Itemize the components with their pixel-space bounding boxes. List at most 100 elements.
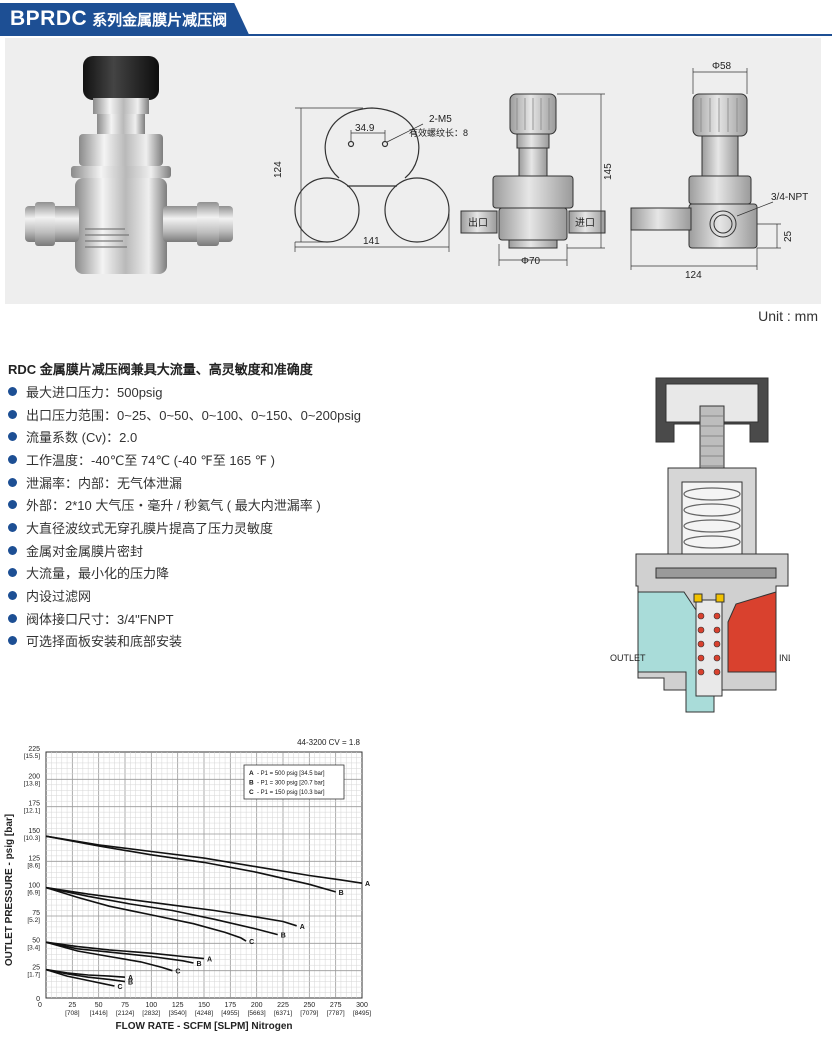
chart-x-tick-label: 150 [198,1002,210,1009]
chart-y-tick-sublabel: [12.1] [24,808,40,815]
feature-item: 大直径波纹式无穿孔膜片提高了压力灵敏度 [8,516,361,539]
chart-y-tick-label: 125 [28,855,40,862]
chart-y-tick-sublabel: [3.4] [27,944,40,951]
chart-y-tick-label: 50 [32,937,40,944]
unit-label: Unit : mm [758,308,818,324]
feature-text: 工作温度：-40℃至 74℃ (-40 ℉至 165 ℉ ) [26,452,275,468]
chart-y-tick-label: 0 [36,996,40,1003]
chart-x-tick-sublabel: [3540] [169,1010,187,1017]
bullet-icon [8,613,17,623]
chart-y-tick-label: 75 [32,910,40,917]
chart-legend: A- P1 = 500 psig [34.5 bar]B- P1 = 300 p… [243,764,345,800]
chart-legend-key: C [249,789,254,796]
chart-x-tick-sublabel: [708] [65,1010,80,1017]
chart-legend-text: - P1 = 500 psig [34.5 bar] [257,771,325,777]
chart-series-label: C [117,984,122,991]
top-view-width-dim: 141 [363,236,380,247]
front-view-height-dim: 145 [603,163,614,180]
chart-legend-text: - P1 = 150 psig [10.3 bar] [257,790,325,796]
bullet-icon [8,500,17,510]
chart-x-tick-sublabel: [6371] [274,1010,292,1017]
top-view-height-dim: 124 [273,161,284,178]
chart-series-line [45,835,363,884]
feature-item: 外部：2*10 大气压・毫升 / 秒氦气 ( 最大内泄漏率 ) [8,493,361,516]
technical-drawings: 34.9 2-M5 有效螺纹长：8 124 141 [25,56,808,281]
side-view-dia-dim: Φ58 [712,61,732,72]
chart-series-line [45,941,194,964]
chart-x-tick-sublabel: [1416] [90,1010,108,1017]
bullet-icon [8,454,17,464]
front-view-inlet-label: 进口 [575,217,595,229]
chart-series-line [45,968,115,987]
chart-series-label: B [339,890,344,897]
chart-series-line [45,835,336,893]
chart-x-tick-label: 250 [303,1002,315,1009]
feature-text: 出口压力范围：0~25、0~50、0~100、0~150、0~200psig [26,407,361,423]
feature-item: 大流量，最小化的压力降 [8,562,361,585]
chart-y-tick-sublabel: [15.5] [24,753,40,760]
figure-panel: 34.9 2-M5 有效螺纹长：8 124 141 [5,38,821,304]
cutaway-outlet-label: OUTLET [610,653,646,663]
feature-text: 泄漏率：内部：无气体泄漏 [26,475,183,491]
chart-x-tick-sublabel: [2124] [116,1010,134,1017]
top-view-hole-spacing: 34.9 [355,123,375,134]
chart-x-tick-label: 175 [224,1002,236,1009]
front-view-outlet-label: 出口 [468,216,488,229]
chart-legend-box [243,764,345,800]
chart-x-tick-sublabel: [2832] [142,1010,160,1017]
chart-x-tick-sublabel: [4248] [195,1010,213,1017]
side-view-port-height-dim: 25 [783,230,794,242]
chart-x-tick-label: 50 [95,1002,103,1009]
chart-x-tick-sublabel: [4955] [221,1010,239,1017]
feature-text: 最大进口压力：500psig [26,384,163,400]
chart-y-tick-sublabel: [10.3] [24,835,40,842]
bullet-icon [8,409,17,419]
chart-x-tick-label: 75 [121,1002,129,1009]
chart-series-line [45,886,297,927]
features-title: RDC 金属膜片减压阀兼具大流量、高灵敏度和准确度 [8,362,313,377]
cutaway-inlet-label: INLET [779,653,790,663]
inlet-passage [727,591,777,673]
feature-text: 阀体接口尺寸：3/4"FNPT [26,611,174,627]
chart-x-axis-label: FLOW RATE - SCFM [SLPM] Nitrogen [115,1021,292,1032]
feature-text: 外部：2*10 大气压・毫升 / 秒氦气 ( 最大内泄漏率 ) [26,498,321,514]
feature-item: 阀体接口尺寸：3/4"FNPT [8,607,361,630]
chart-x-tick-label: 0 [38,1002,42,1009]
chart-x-tick-sublabel: [5663] [248,1010,266,1017]
title-underline [0,34,832,36]
chart-series-label: B [281,933,286,940]
chart-series-line [45,886,278,936]
bullet-icon [8,432,17,442]
chart-y-tick-label: 200 [28,773,40,780]
chart-y-tick-sublabel: [5.2] [27,917,40,924]
side-view-drawing [630,68,781,270]
bullet-icon [8,477,17,487]
feature-item: 工作温度：-40℃至 74℃ (-40 ℉至 165 ℉ ) [8,448,361,471]
chart-x-tick-label: 300 [356,1002,368,1009]
chart-x-tick-label: 225 [277,1002,289,1009]
chart-series-label: A [207,957,212,964]
top-view-drawing [294,107,450,252]
chart-y-tick-sublabel: [6.9] [27,890,40,897]
chart-x-tick-sublabel: [7079] [300,1010,318,1017]
bullet-icon [8,386,17,396]
feature-text: 流量系数 (Cv)：2.0 [26,430,138,446]
feature-item: 金属对金属膜片密封 [8,539,361,562]
chart-subtitle: 44-3200 CV = 1.8 [297,738,360,747]
chart-series-label: A [365,881,370,888]
outlet-passage [637,591,715,713]
bullet-icon [8,591,17,601]
chart-series-line [45,886,247,942]
chart-y-tick-label: 25 [32,965,40,972]
feature-item: 内设过滤网 [8,584,361,607]
chart-series-label: B [196,961,201,968]
feature-text: 大直径波纹式无穿孔膜片提高了压力灵敏度 [26,520,274,536]
cutaway-diagram: OUTLET INLET [610,377,790,713]
chart-legend-key: B [249,780,254,787]
side-view-width-dim: 124 [685,270,702,281]
chart-x-tick-sublabel: [8495] [353,1010,371,1017]
feature-item: 流量系数 (Cv)：2.0 [8,425,361,448]
feature-item: 最大进口压力：500psig [8,380,361,403]
bullet-icon [8,522,17,532]
